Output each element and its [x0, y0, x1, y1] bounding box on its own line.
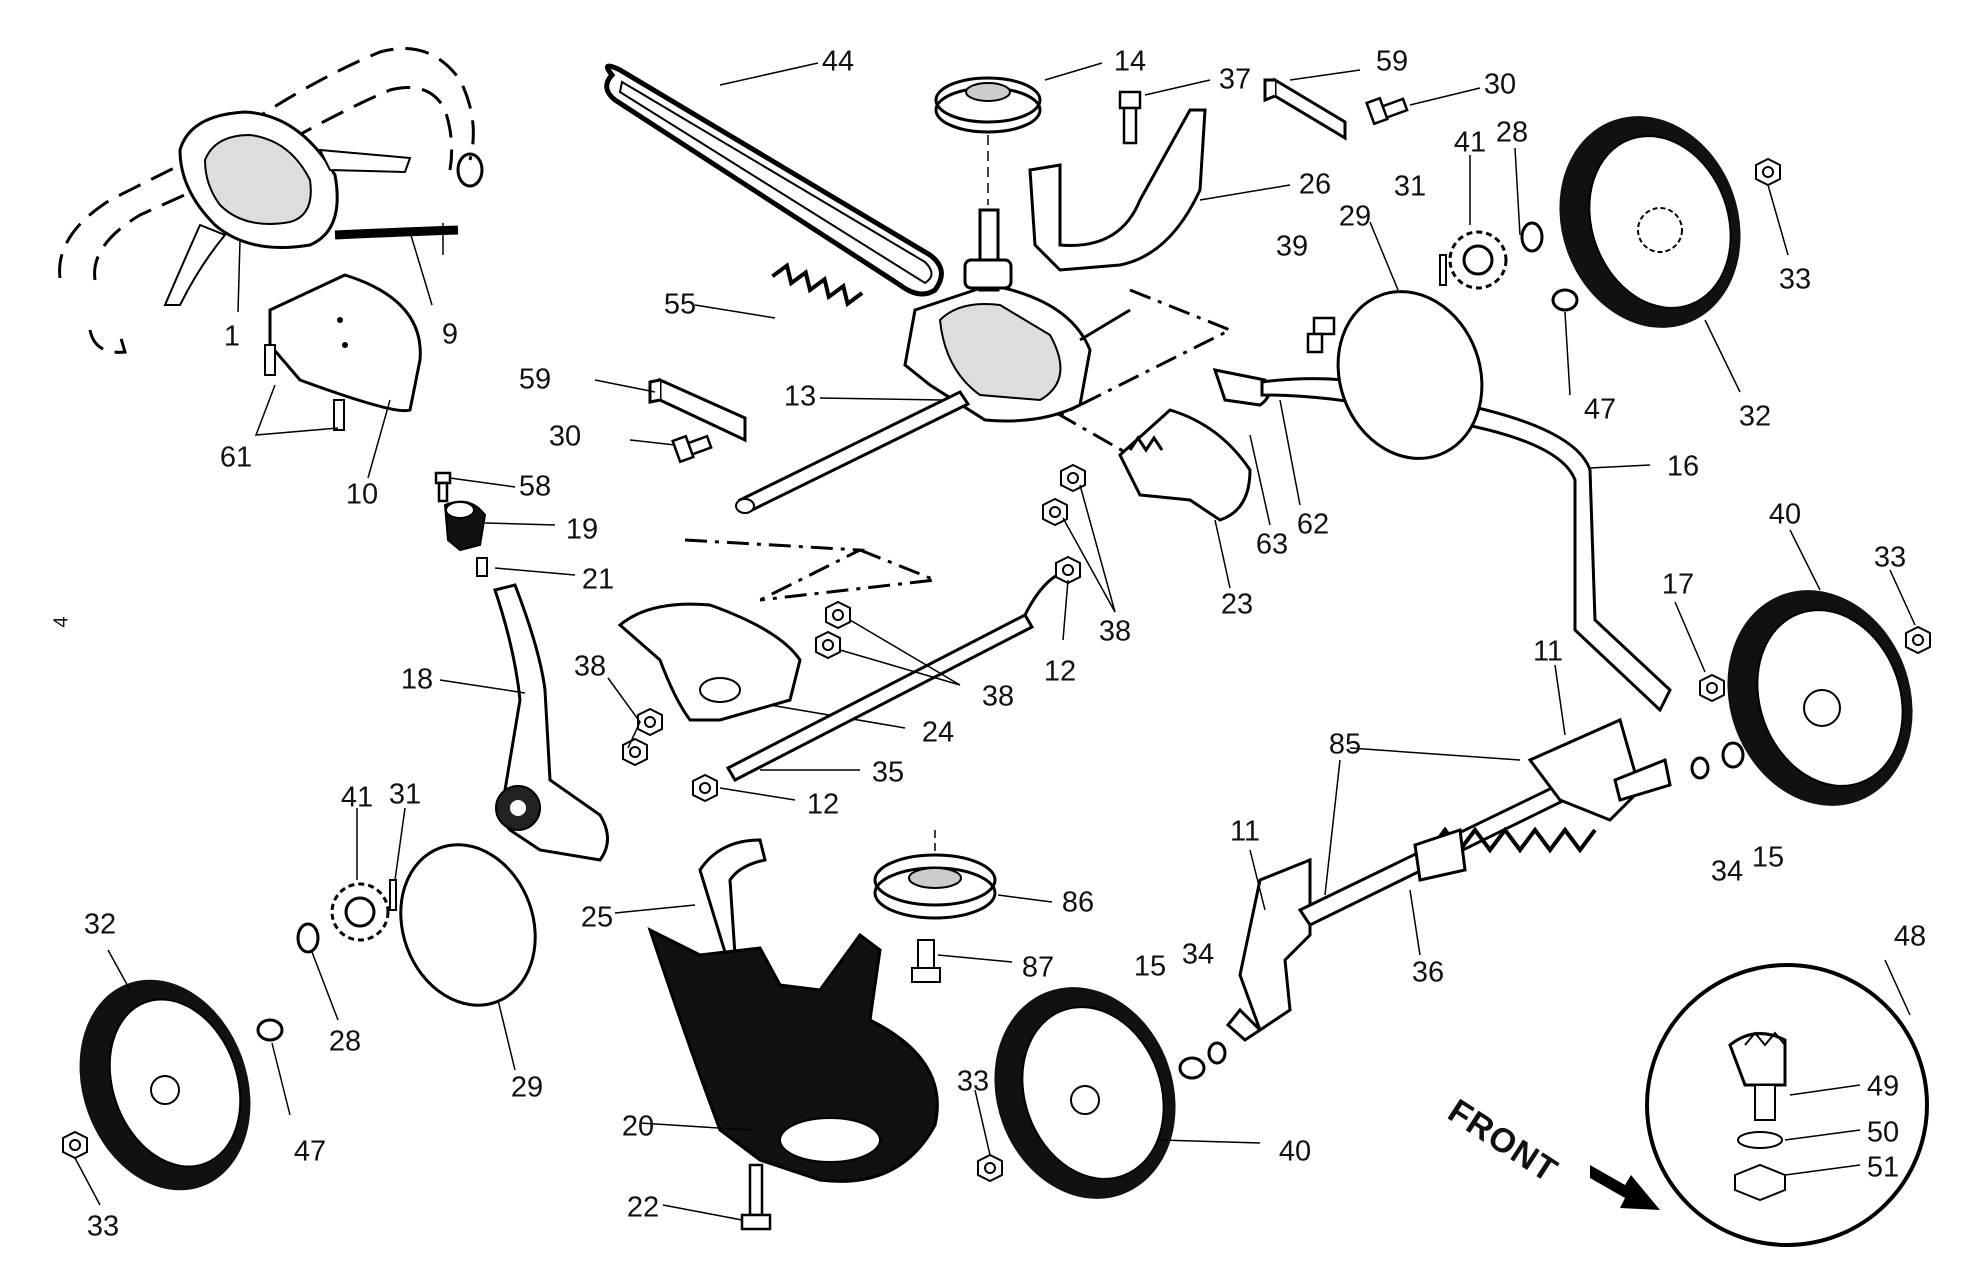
hub-nut-icon [62, 1131, 88, 1159]
nut-icon [815, 631, 841, 659]
hub-nut-icon [1699, 674, 1725, 702]
deflector-icon [647, 927, 939, 1183]
pin-icon [389, 879, 397, 911]
deflector-bracket-icon [698, 838, 767, 987]
rod-icon [725, 613, 1035, 782]
wheel-icon [1559, 116, 1741, 328]
pin-icon [1439, 254, 1447, 286]
nut-icon [1055, 556, 1081, 584]
lever-bracket-icon [1118, 408, 1252, 522]
wheel-icon [79, 979, 251, 1191]
nut-icon [637, 708, 663, 736]
nut-icon [622, 738, 648, 766]
belt-icon [604, 63, 944, 297]
knob-icon [443, 500, 488, 577]
front-direction-arrow-icon [1590, 1165, 1660, 1210]
plate-icon [268, 273, 422, 413]
hub-nut-icon [977, 1154, 1003, 1182]
washer-icon [256, 221, 1745, 1080]
nut-icon [825, 601, 851, 629]
nut-icon [1060, 464, 1086, 492]
drive-pulley-icon [873, 853, 997, 983]
wheel-icon [1727, 590, 1913, 806]
detail-inset-circle [1645, 963, 1929, 1247]
screw-icon [264, 344, 345, 431]
wheel-hub-plate-icon [399, 290, 1484, 1007]
axle-shaft-icon [737, 390, 971, 514]
bolt-icon [434, 90, 1409, 503]
nut-icon [692, 774, 718, 802]
bolt-icon [740, 1163, 772, 1231]
nut-icon [1042, 498, 1068, 526]
hub-nut-icon [1755, 158, 1781, 186]
pulley-icon [934, 76, 1042, 134]
alignment-lines [684, 288, 1234, 602]
mounting-bracket-icon [1028, 108, 1207, 272]
transmission-icon [903, 208, 1092, 423]
hub-nut-icon [1905, 626, 1931, 654]
cable-icon [334, 225, 459, 240]
shield-icon [617, 602, 802, 722]
spring-icon [771, 262, 864, 308]
handle-outline [58, 47, 475, 354]
wheel-icon [994, 987, 1176, 1199]
control-box-icon [163, 110, 412, 306]
gear-icon [330, 230, 1508, 942]
front-axle-assembly-icon [1225, 717, 1672, 1042]
bracket-icon [648, 77, 1347, 443]
